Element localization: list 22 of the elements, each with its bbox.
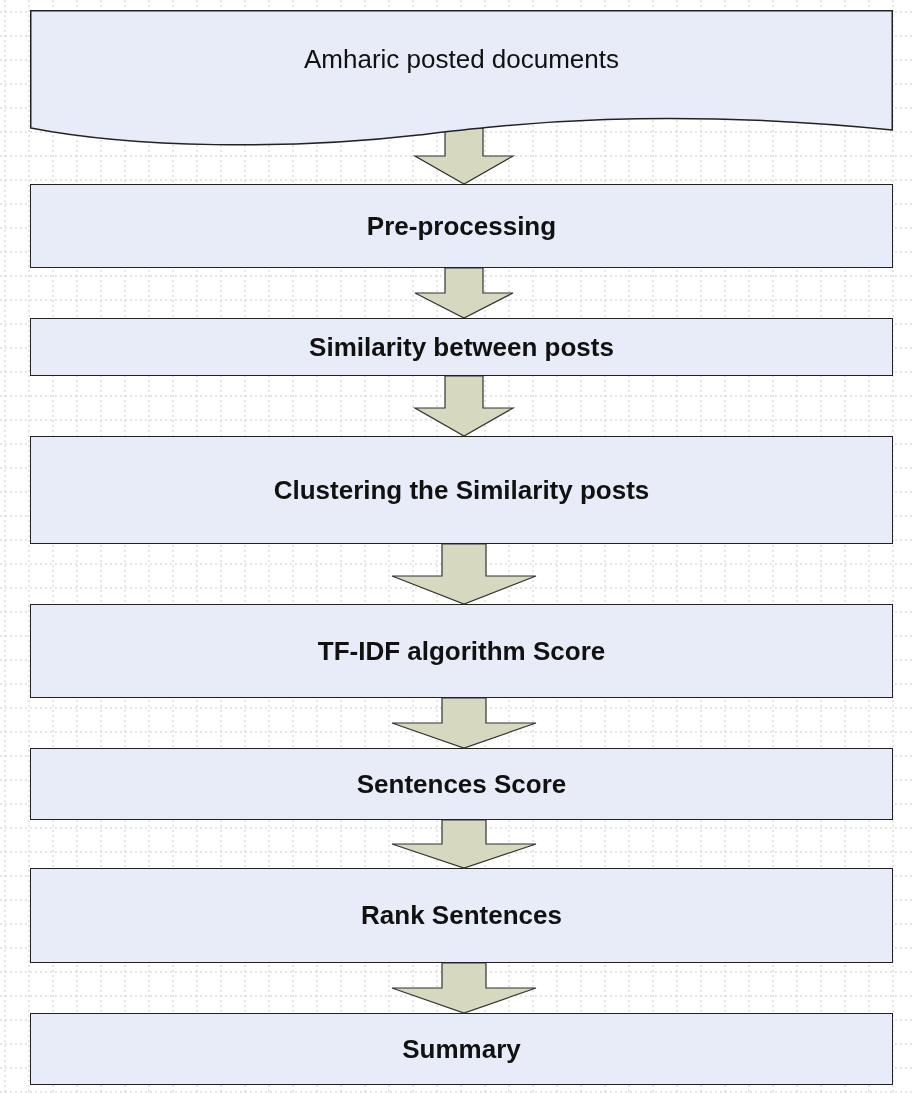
process-box xyxy=(30,868,893,963)
block-arrow xyxy=(391,819,537,869)
process-label: Summary xyxy=(402,1033,521,1065)
block-arrow xyxy=(391,697,537,749)
block-arrow xyxy=(414,267,514,319)
process-box xyxy=(30,318,893,376)
process-box xyxy=(30,748,893,820)
process-label: Rank Sentences xyxy=(361,900,562,931)
block-arrow xyxy=(391,962,537,1014)
block-arrow xyxy=(412,127,516,185)
block-arrow xyxy=(412,375,516,437)
process-box xyxy=(30,436,893,544)
block-arrow xyxy=(391,543,537,605)
process-label: TF-IDF algorithm Score xyxy=(317,635,606,667)
document-label: Amharic posted documents xyxy=(303,44,619,75)
process-label: Clustering the Similarity posts xyxy=(273,474,650,506)
process-label: Sentences Score xyxy=(356,768,567,800)
process-box xyxy=(30,1013,893,1085)
process-label: Similarity between posts xyxy=(309,331,614,363)
process-box xyxy=(30,604,893,698)
process-label: Pre-processing xyxy=(366,210,557,242)
process-box xyxy=(30,184,893,268)
